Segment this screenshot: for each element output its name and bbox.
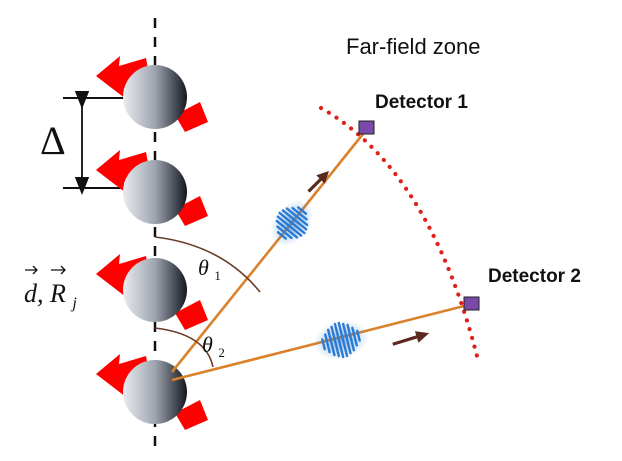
angle-arc-theta1 [154,236,261,293]
detector-2-label: Detector 2 [488,266,581,287]
dipole-spheres [123,65,187,424]
far-field-zone-label: Far-field zone [346,34,481,59]
dipole-arrow-4 [96,354,208,430]
spacing-delta-label: Δ [40,118,66,163]
propagation-arrow-2 [392,331,430,346]
beam-to-detector-1 [170,128,369,373]
propagation-arrow-1 [307,170,330,193]
atom-sphere-1 [123,65,187,129]
angle-theta1-label: θ 1 [198,255,221,283]
spacing-marker [63,91,128,195]
atom-sphere-4 [123,360,187,424]
detector-2 [463,296,480,311]
angle-arc-theta2 [154,327,214,368]
dipole-arrow-1 [96,56,208,132]
dipole-label: d, R j [24,265,77,312]
far-field-arc [318,105,481,363]
detector-1 [358,120,375,135]
photon-wavepacket-2 [313,320,369,360]
svg-text:d, R j: d, R j [24,279,77,312]
photon-wavepacket-1 [270,199,314,247]
atom-sphere-2 [123,160,187,224]
angle-theta2-label: θ 2 [202,332,225,360]
detector-1-label: Detector 1 [375,92,468,113]
dipole-arrows [96,56,208,430]
atom-sphere-3 [123,258,187,322]
dipole-arrow-2 [96,150,208,226]
